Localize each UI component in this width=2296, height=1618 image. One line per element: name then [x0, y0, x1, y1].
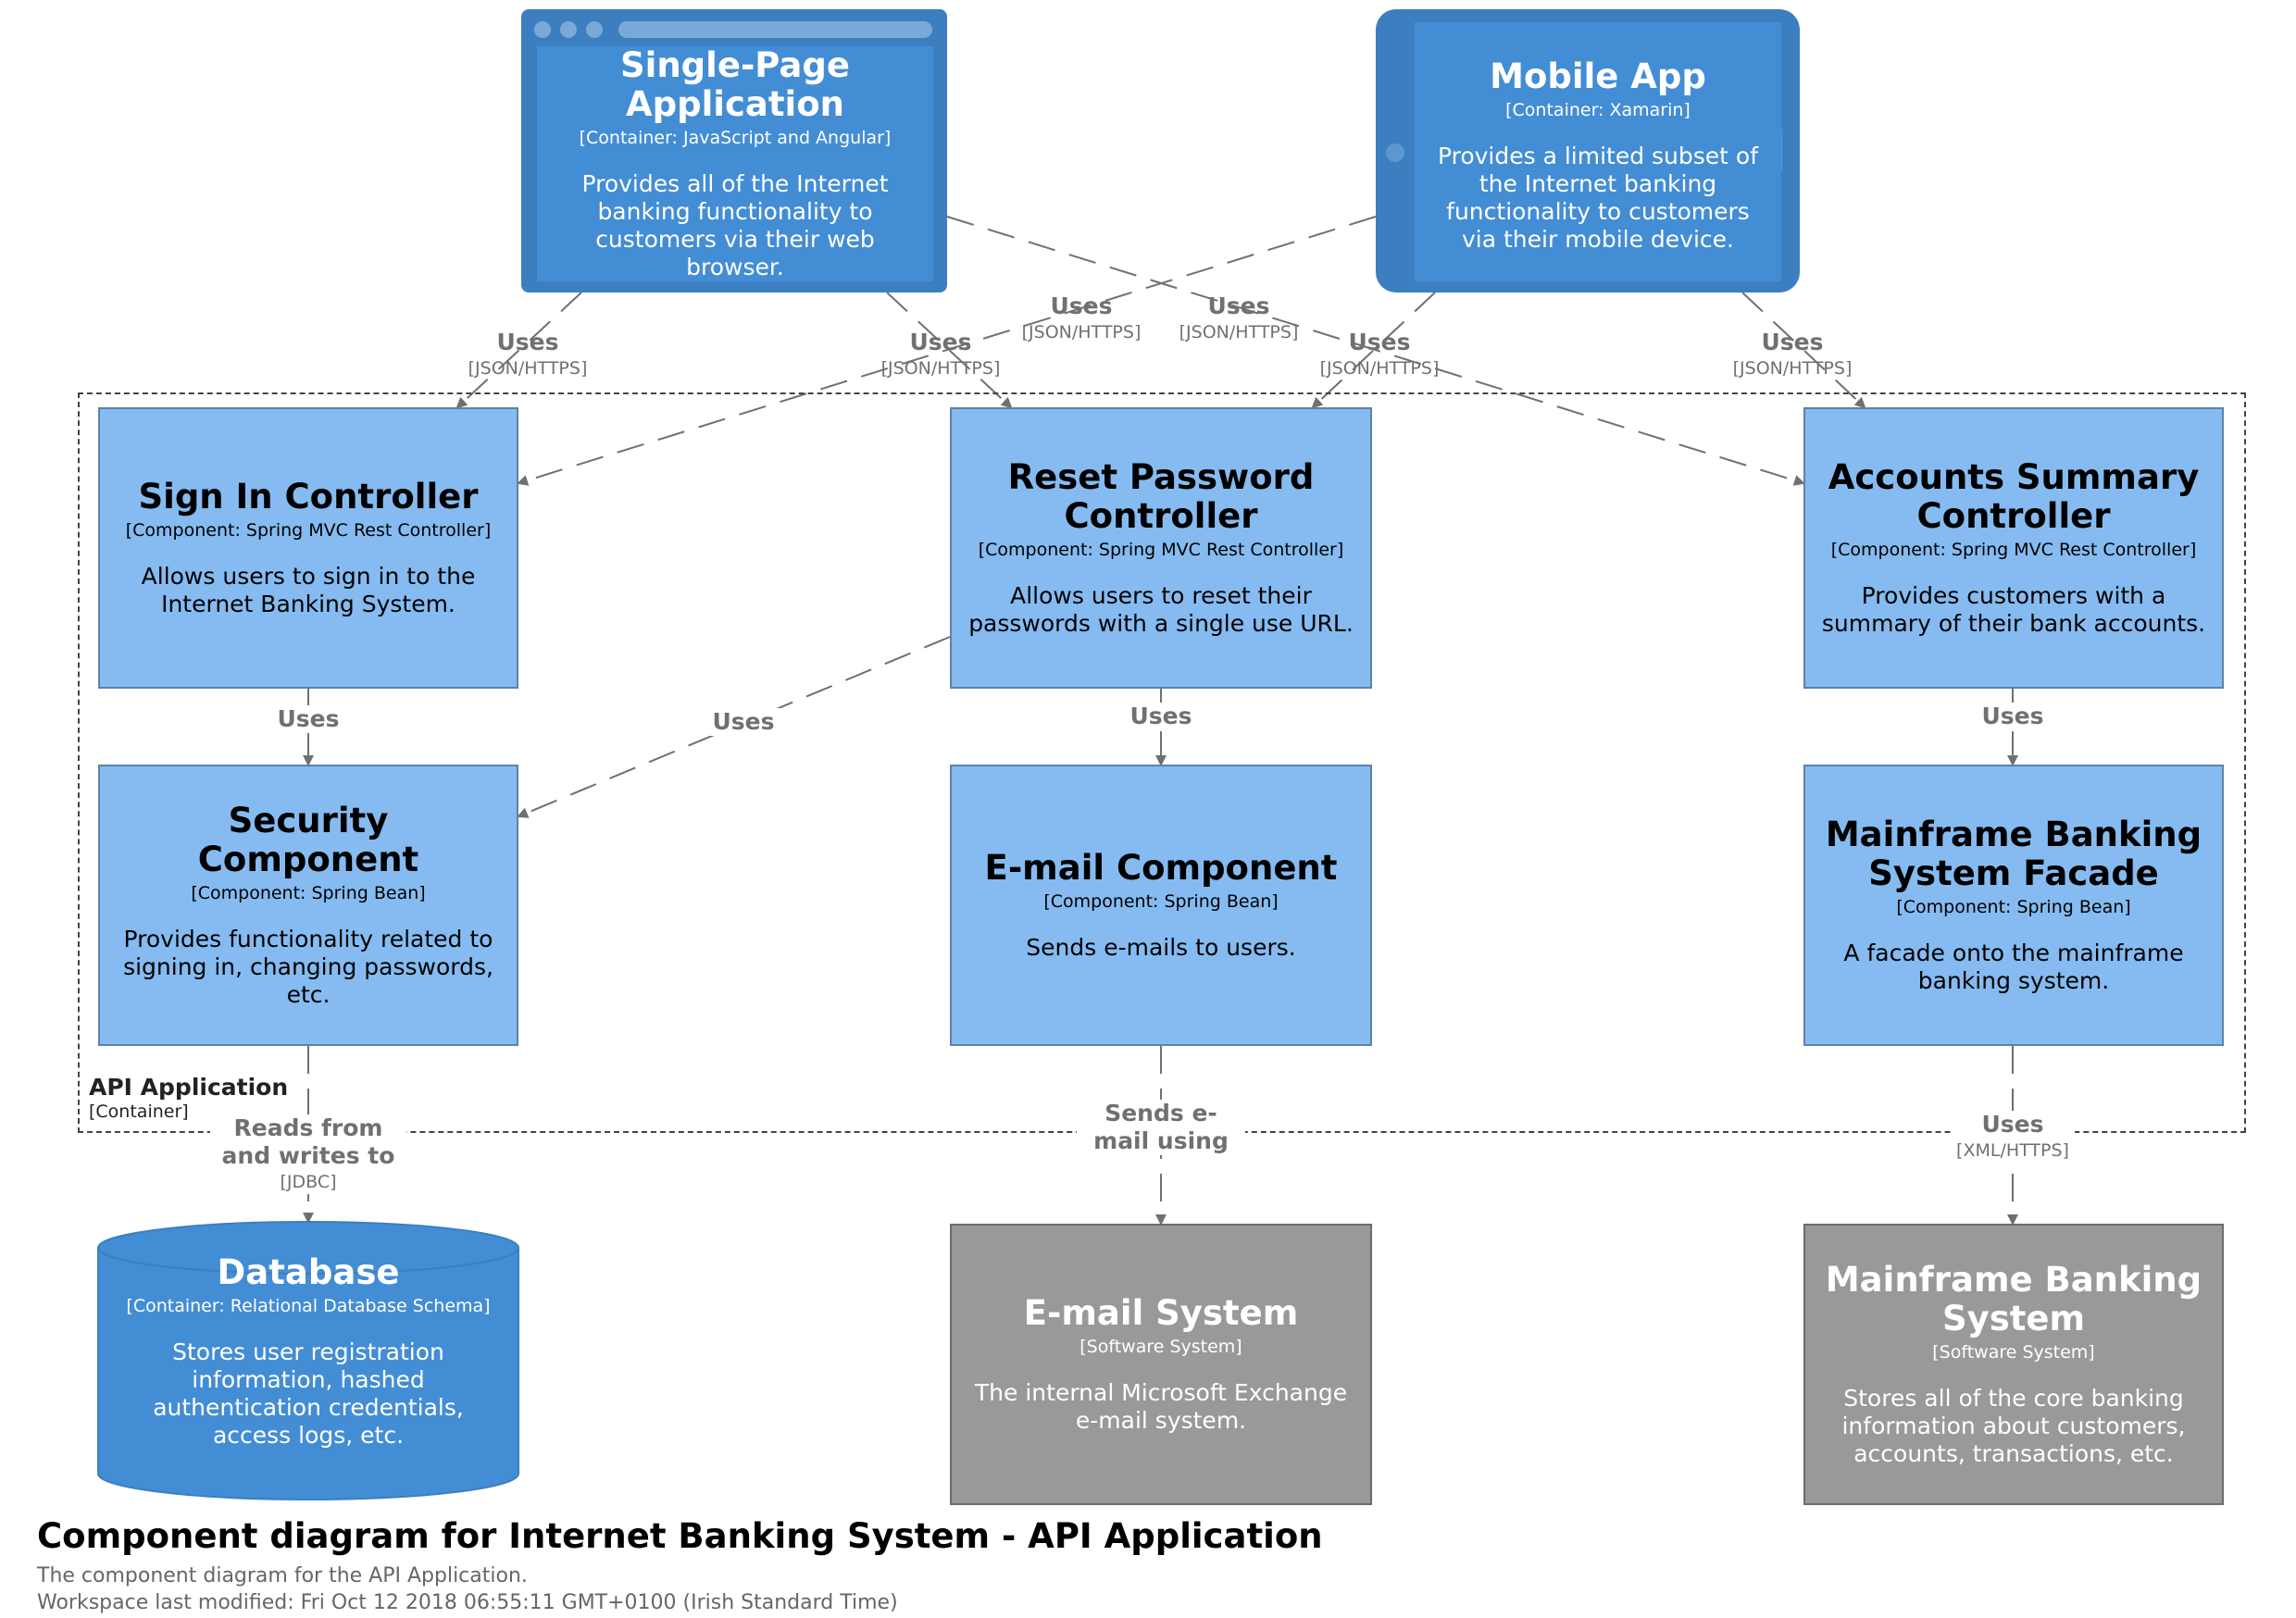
rel-verb: Uses: [1348, 329, 1411, 355]
email-component-node[interactable]: E-mail Component [Component: Spring Bean…: [950, 765, 1372, 1046]
link-mobile-reset: [1311, 292, 1436, 409]
node-desc: Stores user registration information, ha…: [153, 1338, 464, 1449]
rel-verb: Uses: [909, 329, 972, 355]
node-name: Single-Page Application: [620, 45, 850, 124]
rel-tech: [JSON/HTTPS]: [1319, 358, 1440, 379]
node-name: Accounts Summary Controller: [1828, 457, 2200, 536]
node-desc: A facade onto the mainframe banking syst…: [1843, 940, 2184, 994]
rel-tech: [JSON/HTTPS]: [1179, 322, 1299, 342]
rel-label-spa-reset: Uses [JSON/HTTPS]: [881, 329, 1001, 380]
node-tech: [Container: JavaScript and Angular]: [579, 128, 892, 148]
rel-label-facade-mainframe: Uses [XML/HTTPS]: [1951, 1111, 2075, 1163]
node-tech: [Container: Xamarin]: [1505, 100, 1691, 120]
node-tech: [Component: Spring Bean]: [191, 883, 426, 903]
rel-label-mobile-reset: Uses [JSON/HTTPS]: [1320, 329, 1440, 380]
node-tech: [Software System]: [1079, 1337, 1242, 1357]
rel-label-reset-security: Uses: [706, 708, 780, 736]
rel-verb: Uses: [1129, 703, 1192, 729]
node-desc: Allows users to sign in to the Internet …: [141, 563, 476, 617]
rel-verb: Uses: [1981, 1111, 2044, 1138]
database-node[interactable]: Database [Container: Relational Database…: [98, 1240, 518, 1462]
mobile-app-node[interactable]: Mobile App [Container: Xamarin] Provides…: [1415, 22, 1781, 281]
node-desc: The internal Microsoft Exchange e-mail s…: [974, 1379, 1348, 1434]
rel-verb: Uses: [496, 329, 559, 355]
rel-tech: [JDBC]: [280, 1172, 337, 1192]
link-spa-reset: [886, 292, 1013, 409]
node-name: Mobile App: [1490, 56, 1706, 96]
node-desc: Provides all of the Internet banking fun…: [581, 170, 889, 280]
rel-tech: [XML/HTTPS]: [1956, 1140, 2069, 1161]
workspace-modified: Workspace last modified: Fri Oct 12 2018…: [37, 1591, 898, 1614]
boundary-type: [Container]: [89, 1101, 189, 1122]
reset-password-controller-node[interactable]: Reset Password Controller [Component: Sp…: [950, 407, 1372, 689]
security-component-node[interactable]: Security Component [Component: Spring Be…: [98, 765, 518, 1046]
rel-label-spa-signin: Uses [JSON/HTTPS]: [468, 329, 588, 380]
rel-verb: Reads from and writes to: [221, 1114, 395, 1169]
rel-label-mobile-signin: Uses [JSON/HTTPS]: [1022, 292, 1142, 344]
address-bar: [618, 21, 932, 38]
rel-label-accounts-facade: Uses: [1976, 703, 2050, 730]
rel-verb: Sends e-mail using: [1093, 1100, 1229, 1154]
mainframe-banking-system-node[interactable]: Mainframe Banking System [Software Syste…: [1803, 1224, 2224, 1505]
node-name: Sign In Controller: [138, 477, 479, 517]
node-tech: [Container: Relational Database Schema]: [126, 1296, 491, 1316]
rel-tech: [JSON/HTTPS]: [468, 358, 588, 379]
node-desc: Provides customers with a summary of the…: [1821, 582, 2206, 637]
node-tech: [Component: Spring MVC Rest Controller]: [125, 520, 492, 541]
node-name: Security Component: [197, 801, 419, 879]
window-dot-icon: [586, 21, 603, 38]
rel-label-mobile-accounts: Uses [JSON/HTTPS]: [1733, 329, 1853, 380]
node-tech: [Component: Spring Bean]: [1043, 891, 1279, 912]
rel-verb: Uses: [712, 708, 775, 735]
node-desc: Provides a limited subset of the Interne…: [1437, 143, 1759, 253]
node-name: Database: [217, 1252, 400, 1292]
node-name: Mainframe Banking System: [1825, 1260, 2202, 1338]
rel-label-security-database: Reads from and writes to [JDBC]: [210, 1114, 406, 1194]
node-tech: [Component: Spring Bean]: [1896, 897, 2131, 917]
node-name: Mainframe Banking System Facade: [1825, 815, 2202, 893]
device-camera-icon: [1386, 143, 1404, 162]
node-name: E-mail Component: [984, 848, 1338, 888]
mainframe-facade-node[interactable]: Mainframe Banking System Facade [Compone…: [1803, 765, 2224, 1046]
rel-verb: Uses: [1981, 703, 2044, 729]
rel-label-reset-email: Uses: [1124, 703, 1198, 730]
node-name: E-mail System: [1023, 1293, 1299, 1333]
node-desc: Provides functionality related to signin…: [123, 926, 493, 1008]
rel-verb: Uses: [1207, 292, 1270, 319]
rel-label-spa-accounts: Uses [JSON/HTTPS]: [1179, 292, 1299, 344]
diagram-title: Component diagram for Internet Banking S…: [37, 1516, 1323, 1556]
link-mobile-accounts: [1741, 292, 1866, 409]
rel-tech: [JSON/HTTPS]: [1021, 322, 1142, 342]
rel-verb: Uses: [1761, 329, 1824, 355]
rel-tech: [JSON/HTTPS]: [1732, 358, 1853, 379]
link-spa-signin: [455, 292, 582, 409]
node-tech: [Software System]: [1932, 1342, 2095, 1363]
node-desc: Stores all of the core banking informati…: [1841, 1385, 2186, 1467]
accounts-summary-controller-node[interactable]: Accounts Summary Controller [Component: …: [1803, 407, 2224, 689]
node-tech: [Component: Spring MVC Rest Controller]: [1830, 540, 2197, 560]
node-desc: Sends e-mails to users.: [1026, 934, 1296, 961]
diagram-description: The component diagram for the API Applic…: [37, 1564, 528, 1587]
window-dot-icon: [534, 21, 551, 38]
link-spa-accounts: [946, 216, 1805, 486]
boundary-name: API Application: [89, 1074, 289, 1101]
node-tech: [Component: Spring MVC Rest Controller]: [978, 540, 1344, 560]
rel-label-signin-security: Uses: [271, 705, 345, 733]
link-mobile-signin: [517, 216, 1377, 486]
window-dot-icon: [560, 21, 577, 38]
node-name: Reset Password Controller: [1007, 457, 1315, 536]
email-system-node[interactable]: E-mail System [Software System] The inte…: [950, 1224, 1372, 1505]
rel-verb: Uses: [277, 705, 340, 732]
rel-label-email-emailsys: Sends e-mail using: [1077, 1100, 1245, 1155]
rel-tech: [JSON/HTTPS]: [880, 358, 1001, 379]
node-desc: Allows users to reset their passwords wi…: [968, 582, 1354, 637]
rel-verb: Uses: [1050, 292, 1113, 319]
single-page-application-node[interactable]: Single-Page Application [Container: Java…: [537, 46, 933, 281]
sign-in-controller-node[interactable]: Sign In Controller [Component: Spring MV…: [98, 407, 518, 689]
